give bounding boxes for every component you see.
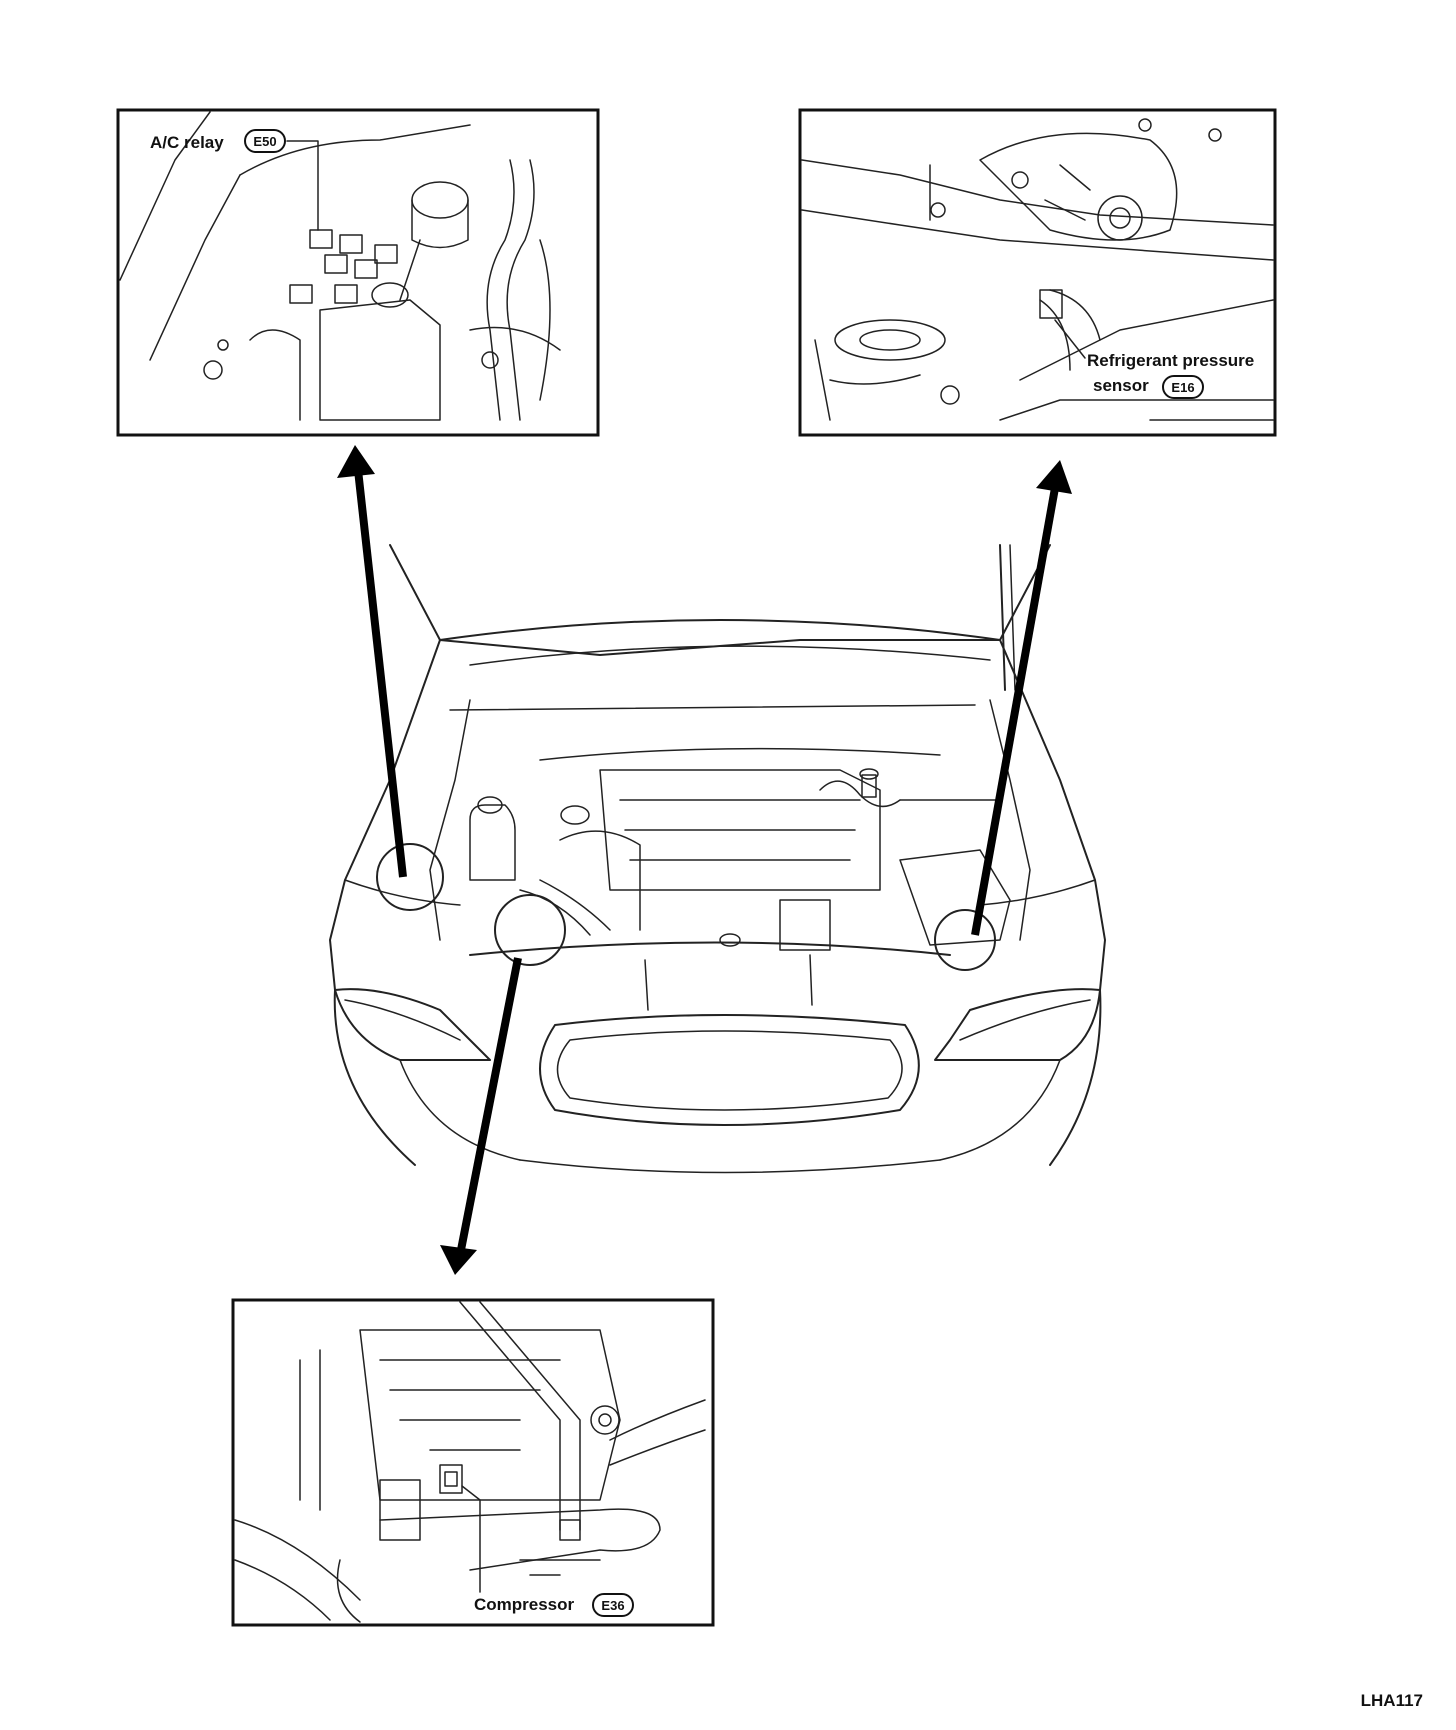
arrow-down [440,1245,477,1275]
compressor-connector-code: E36 [601,1598,624,1613]
arrow-up-right [1036,460,1072,494]
compressor-connector-badge: E36 [592,1593,634,1617]
figure-id: LHA117 [1361,1691,1423,1710]
ac-relay-location-circle [376,843,444,911]
arrow-up-left [337,445,375,478]
ac-relay-label: A/C relay [150,133,224,152]
refrigerant-sensor-inset: Refrigerant pressure sensor E16 [798,108,1277,437]
compressor-inset: Compressor E36 [231,1298,715,1627]
leader-arrows [337,445,1072,1275]
ac-relay-inset: A/C relay E50 [116,108,600,437]
refrigerant-sensor-label-line1: Refrigerant pressure [1087,351,1254,370]
refrigerant-sensor-connector-code: E16 [1171,380,1194,395]
refrigerant-sensor-connector-badge: E16 [1162,375,1204,399]
compressor-label: Compressor [474,1595,575,1614]
refrigerant-sensor-location-circle [934,909,996,971]
ac-relay-connector-badge: E50 [244,129,286,153]
refrigerant-sensor-label-line2: sensor [1093,376,1149,395]
compressor-location-circle [494,894,566,966]
car-front-view [329,544,1106,1174]
ac-relay-connector-code: E50 [253,134,276,149]
